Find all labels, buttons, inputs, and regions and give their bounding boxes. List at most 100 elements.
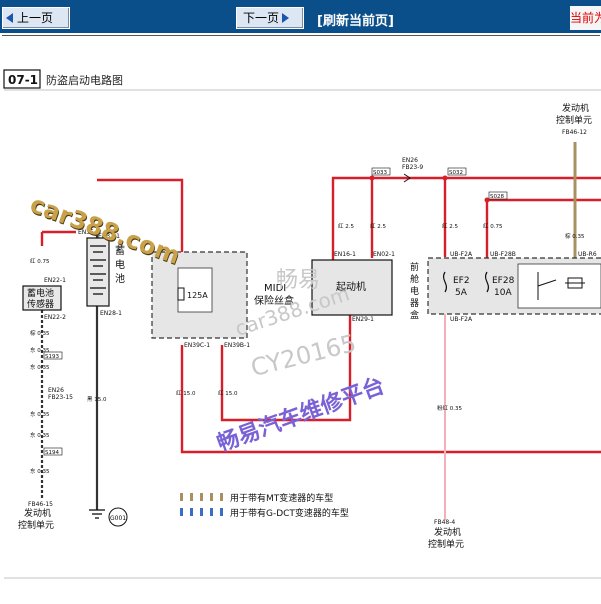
fuse-icon: [177, 287, 185, 301]
splice-s028: S028: [490, 194, 504, 200]
conn-ub-f28b: UB-F28B: [490, 251, 516, 258]
front-box-label-4: 器: [410, 298, 419, 309]
conn-en26-left-1: EN26: [48, 387, 64, 394]
splice-s194-box: [43, 447, 63, 456]
battery-box: [86, 237, 110, 307]
wire-red-25a: 红 2.5: [338, 222, 354, 230]
conn-en28: EN28-1: [100, 310, 122, 317]
wire-black-15: 黑 15.0: [87, 396, 107, 403]
splice-s032-box: [447, 167, 467, 176]
wire-red-15a: 红 15.0: [176, 389, 196, 397]
sensor-feed-wire: [40, 230, 76, 246]
conn-ub-f2a-top: UB-F2A: [450, 251, 473, 258]
prev-page-label: 上一页: [17, 11, 54, 25]
wire-brown-c: 东 0.35: [30, 410, 50, 418]
splice-s028-box: [488, 191, 508, 200]
battery-cells-icon: [90, 245, 106, 295]
section-number: 07-1: [8, 73, 38, 87]
wire-brown-f: 东 0.35: [30, 346, 50, 354]
next-page-button[interactable]: 下一页: [236, 7, 304, 29]
wire-red-075: 红 0.75: [30, 257, 50, 265]
conn-en29: EN29-1: [352, 316, 374, 323]
ef28-fuse-icon: [484, 271, 490, 293]
wire-red-25b: 红 2.5: [370, 222, 386, 230]
conn-en22-1: EN22-1: [44, 277, 66, 284]
ef2-rating: 5A: [455, 288, 468, 298]
conn-en02: EN02-1: [373, 251, 395, 258]
midi-label-2: 保险丝盒: [254, 294, 294, 307]
conn-ub-r6: UB-R6: [578, 251, 597, 258]
relay-holder: [517, 263, 601, 309]
conn-en39b: EN39B-1: [224, 342, 250, 349]
bottom-bus-wire: [180, 345, 601, 454]
splice-s193-box: [43, 351, 63, 360]
wire-brown-top: 棕 0.35: [565, 232, 585, 240]
ground-label: G001: [110, 515, 126, 522]
conn-fb46-12: FB46-12: [562, 129, 587, 136]
wire-red-075b: 红 0.75: [483, 222, 503, 230]
legend-mt: 用于带有MT变速器的车型: [230, 492, 333, 504]
diagram-frame: [2, 35, 600, 603]
ground-symbol-icon: [89, 509, 105, 519]
wire-brown-e: 东 0.35: [30, 467, 50, 475]
battery-label-1: 蓄: [115, 245, 125, 257]
conn-en16: EN16-1: [334, 251, 356, 258]
toolbar: 上一页 下一页 [刷新当前页] 当前为: [0, 0, 601, 33]
battery-label-3: 池: [115, 272, 125, 285]
top-bus-wire: [331, 176, 601, 260]
ef2-label: EF2: [453, 276, 470, 286]
front-box-label-5: 盒: [410, 309, 419, 321]
splice-s033: S033: [373, 170, 387, 176]
wire-red-25c: 红 2.5: [442, 222, 458, 230]
ecu-left-label-2: 控制单元: [18, 519, 54, 531]
ef28-rating: 10A: [494, 288, 512, 298]
front-box-label-2: 舱: [410, 273, 419, 285]
legend: 用于带有MT变速器的车型 用于带有G-DCT变速器的车型: [180, 492, 349, 519]
power-wires: [40, 176, 601, 454]
junction-dots: [369, 175, 490, 203]
current-page-indicator: 当前为: [570, 6, 601, 30]
starter-box: [311, 259, 393, 316]
inline-connector-icon: [403, 173, 411, 183]
battery-label-2: 电: [115, 258, 125, 271]
conn-en39c: EN39C-1: [184, 342, 210, 349]
ecu-top-label-2: 控制单元: [556, 114, 592, 126]
ef28-feed-wire: [485, 198, 601, 258]
midi-fuse-rating: 125A: [187, 291, 208, 300]
ecu-left-label-1: 发动机: [24, 507, 51, 519]
battery-sensor-label-2: 传感器: [27, 298, 54, 310]
midi-label-1: MIDI: [264, 283, 286, 294]
refresh-link[interactable]: [刷新当前页]: [317, 14, 394, 29]
splice-s033-box: [371, 167, 391, 176]
ecu-bottom-label-1: 发动机: [434, 526, 461, 538]
midi-to-starter-wire: [220, 315, 352, 422]
conn-en31: EN31-1: [98, 233, 120, 240]
section-number-box: [3, 69, 41, 89]
next-page-label: 下一页: [243, 11, 280, 25]
ef28-label: EF28: [492, 276, 515, 286]
battery-sensor-box: [22, 285, 62, 311]
arrow-left-icon: [6, 13, 13, 23]
ecu-bottom-label-2: 控制单元: [428, 538, 464, 550]
legend-gdct: 用于带有G-DCT变速器的车型: [230, 507, 349, 519]
ecu-top-label-1: 发动机: [562, 102, 589, 114]
conn-fb46-15: FB46-15: [28, 501, 53, 508]
wire-pink-035: 粉红 0.35: [437, 404, 462, 412]
wire-brown-b: 东 0.35: [30, 363, 50, 371]
relay-icon: [537, 272, 585, 300]
front-box-label-1: 前: [410, 261, 419, 273]
wire-brown-a: 棕 0.35: [30, 329, 50, 337]
conn-en26-top-2: FB23-9: [402, 164, 423, 171]
battery-sensor-label-1: 蓄电池: [27, 287, 54, 299]
ef2-fuse-icon: [442, 271, 448, 293]
conn-fb48-4: FB48-4: [434, 519, 455, 526]
conn-en26-left-2: FB23-15: [48, 394, 73, 401]
prev-page-button[interactable]: 上一页: [2, 7, 70, 29]
conn-en26-top-1: EN26: [402, 157, 418, 164]
starter-label: 起动机: [336, 280, 366, 293]
wire-red-15b: 红 15.0: [218, 389, 238, 397]
wire-brown-d: 东 0.35: [30, 431, 50, 439]
splice-s193: S193: [45, 354, 59, 360]
arrow-right-icon: [282, 13, 290, 23]
